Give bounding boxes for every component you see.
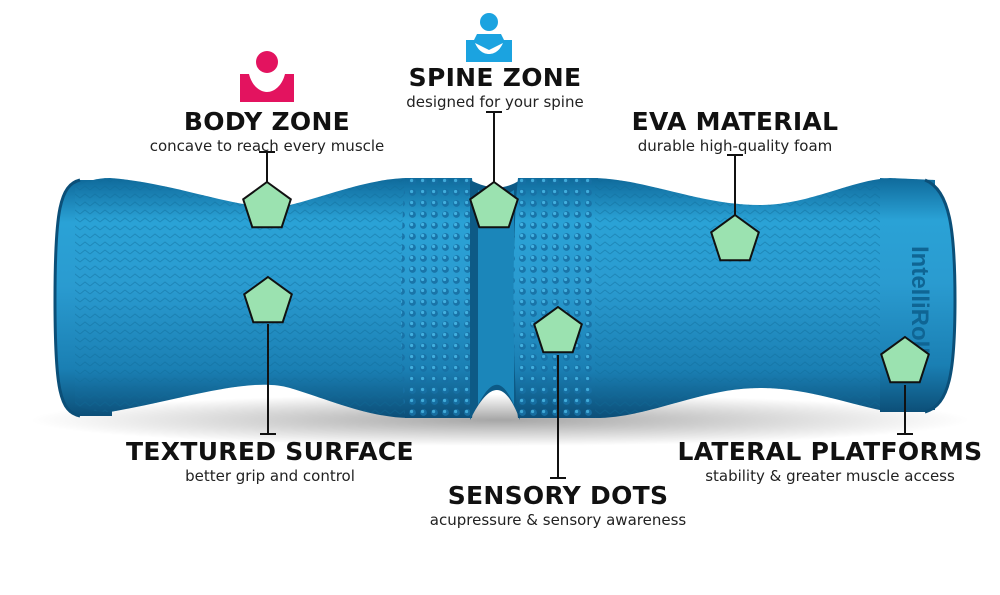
brand-text-right: IntelliRoll [906,246,933,354]
leader-lateral-platforms [897,385,913,435]
marker-textured-surface [243,275,293,324]
sensory-dots-band-left [401,178,477,418]
callout-leader-lines [259,111,913,479]
sensory-dots-band-right [513,178,603,418]
body-zone-icon [240,51,294,102]
callout-title: EVA MATERIAL [631,107,839,136]
leader-textured-surface [260,324,276,435]
right-body-segment [595,178,935,418]
callout-body-zone: BODY ZONE concave to reach every muscle [117,108,417,156]
spine-groove [470,180,520,420]
callout-title: SENSORY DOTS [447,481,669,510]
callout-title: BODY ZONE [183,107,351,136]
marker-sensory-dots [533,305,583,354]
callout-sensory-dots: SENSORY DOTS acupressure & sensory aware… [383,482,733,530]
callout-subtitle: designed for your spine [406,93,584,111]
callout-title: LATERAL PLATFORMS [677,437,983,466]
callout-textured-surface: TEXTURED SURFACE better grip and control [100,438,440,486]
callout-eva-material: EVA MATERIAL durable high-quality foam [600,108,870,156]
marker-eva-material [710,213,760,262]
callout-spine-zone: SPINE ZONE designed for your spine [360,64,630,112]
leader-body-zone [259,151,275,183]
callout-title: TEXTURED SURFACE [126,437,414,466]
leader-eva-material [727,154,743,215]
callout-subtitle: concave to reach every muscle [149,137,385,155]
marker-spine-zone [469,180,519,229]
leader-spine-zone [486,111,502,183]
callout-subtitle: better grip and control [185,467,355,485]
callout-lateral-platforms: LATERAL PLATFORMS stability & greater mu… [665,438,995,486]
leader-sensory-dots [550,355,566,479]
marker-body-zone [242,180,292,229]
callout-subtitle: stability & greater muscle access [705,467,955,485]
callout-subtitle: durable high-quality foam [637,137,833,155]
spine-zone-icon [466,13,512,62]
marker-lateral-platforms [880,335,930,384]
callout-subtitle: acupressure & sensory awareness [429,511,687,529]
left-body-segment [75,178,410,418]
callout-title: SPINE ZONE [408,63,582,92]
